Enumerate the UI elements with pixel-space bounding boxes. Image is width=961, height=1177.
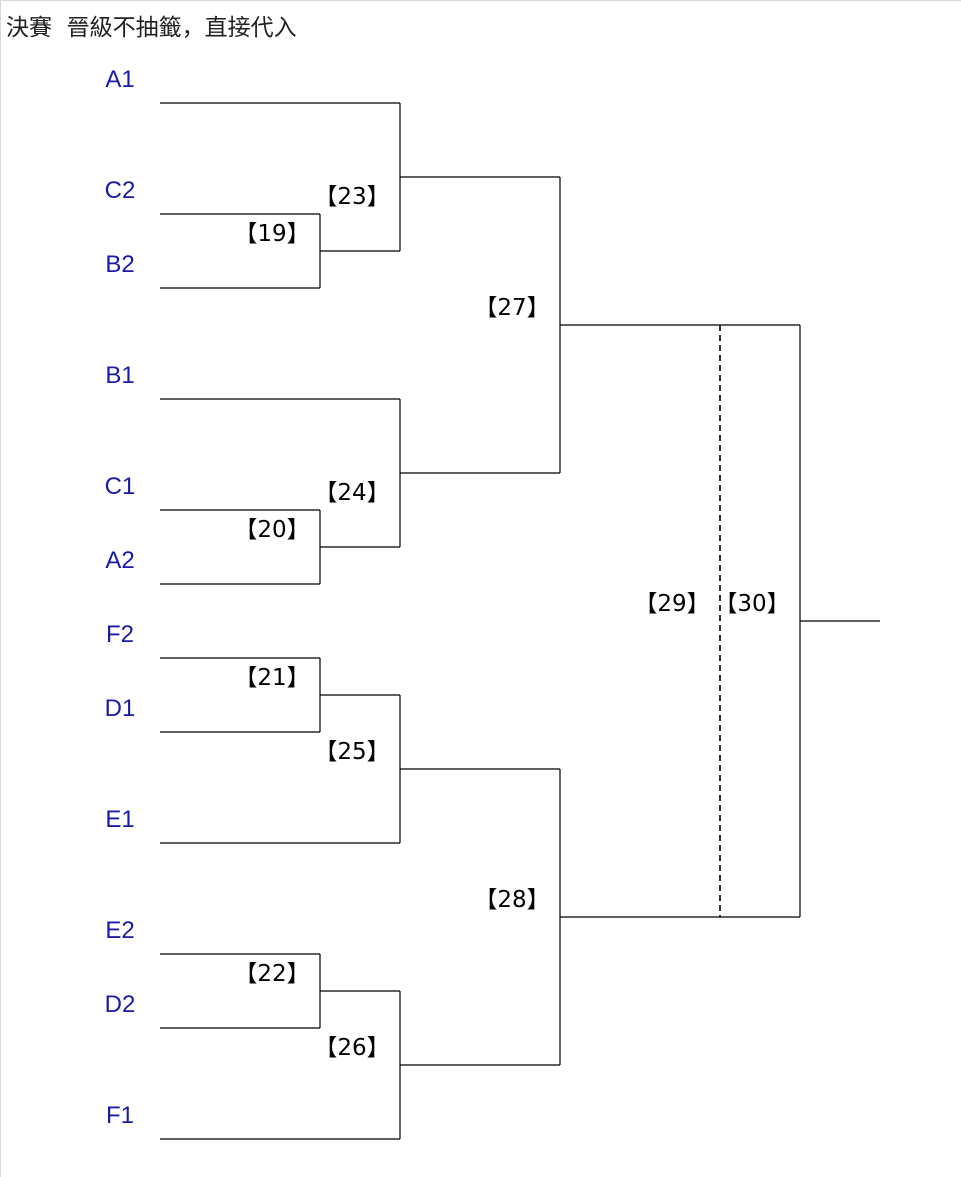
match-label-20: 【20】 — [234, 517, 309, 543]
match-label-28: 【28】 — [474, 887, 549, 913]
match-label-25: 【25】 — [314, 739, 389, 765]
match-label-29: 【29】 — [634, 591, 709, 617]
team-label-a1: A1 — [105, 66, 134, 93]
match-label-21: 【21】 — [234, 665, 309, 691]
team-label-c2: C2 — [105, 177, 136, 204]
match-label-26: 【26】 — [314, 1035, 389, 1061]
team-label-d2: D2 — [105, 991, 136, 1018]
team-label-d1: D1 — [105, 695, 136, 722]
match-label-23: 【23】 — [314, 184, 389, 210]
match-label-19: 【19】 — [234, 221, 309, 247]
team-label-b2: B2 — [105, 251, 134, 278]
team-label-e2: E2 — [105, 917, 134, 944]
match-label-24: 【24】 — [314, 480, 389, 506]
team-label-f1: F1 — [106, 1102, 134, 1129]
team-label-b1: B1 — [105, 362, 134, 389]
match-label-22: 【22】 — [234, 961, 309, 987]
bracket-lines — [160, 102, 880, 1140]
team-label-e1: E1 — [105, 806, 134, 833]
match-label-30: 【30】 — [714, 591, 789, 617]
page-title: 決賽 晉級不抽籤，直接代入 — [6, 15, 297, 41]
team-label-f2: F2 — [106, 621, 134, 648]
team-label-c1: C1 — [105, 473, 136, 500]
match-label-27: 【27】 — [474, 295, 549, 321]
team-label-a2: A2 — [105, 547, 134, 574]
